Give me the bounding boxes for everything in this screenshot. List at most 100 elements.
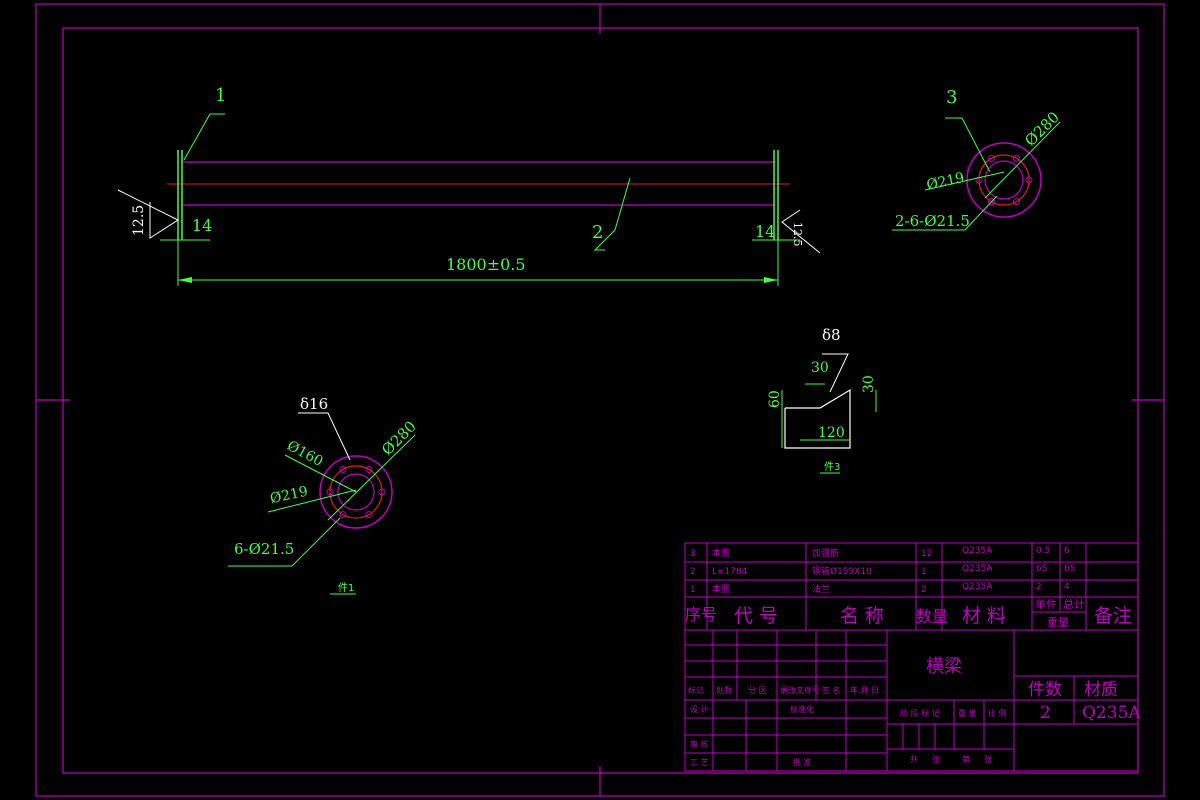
qty-label: 件数 xyxy=(1028,680,1062,700)
material-value: Q235A xyxy=(1082,703,1141,723)
leader-d219 xyxy=(267,489,357,513)
bom-row1-no: 1 xyxy=(690,585,696,595)
bom-row1-unit: 2 xyxy=(1036,582,1042,592)
bom-row2-material: Q235A xyxy=(962,564,993,574)
leader-d160 xyxy=(284,454,357,493)
bom-row3-unit: 0.5 xyxy=(1036,546,1050,556)
bom-row2-total: 65 xyxy=(1064,564,1075,574)
bom-row1-name: 法兰 xyxy=(812,583,830,595)
label-sheet-no: 第 xyxy=(962,754,970,764)
leader-6holes xyxy=(228,517,341,567)
leader-1 xyxy=(183,113,225,161)
label-design: 设 计 xyxy=(690,704,709,714)
label-standardize: 标准化 xyxy=(790,704,814,714)
leader-d280 xyxy=(327,434,416,521)
rev-label-count: 处数 xyxy=(716,685,732,695)
detail1-caption: 件1 xyxy=(338,582,354,594)
weld-symbol-right xyxy=(781,209,821,254)
weld-symbol-left xyxy=(117,189,180,239)
label-review: 审 核 xyxy=(690,739,709,749)
label-sheet-end: 张 xyxy=(984,755,992,764)
weld-left-dim: 14 xyxy=(192,216,212,235)
rev-label-mark: 标记 xyxy=(688,685,704,695)
balloon-3: 3 xyxy=(946,87,957,108)
label-scale: 比 例 xyxy=(988,708,1007,718)
bom-row1-total: 4 xyxy=(1064,582,1070,592)
flange-outer-circle xyxy=(966,142,1042,218)
bom-header-qty: 数量 xyxy=(916,607,948,626)
rev-label-zone: 分 区 xyxy=(748,686,767,695)
length-arrow-right xyxy=(764,277,778,283)
bom-header-total: 总计 xyxy=(1063,597,1085,611)
flange-dia-outer: Ø280 xyxy=(1021,108,1063,150)
label-sheets-total: 共 xyxy=(910,755,918,764)
length-dim: 1800±0.5 xyxy=(446,255,526,274)
tube-side-view: 1 2 12.5 12.5 14 14 1800±0.5 xyxy=(117,85,821,286)
detail3-dim-right: 30 xyxy=(861,375,877,393)
leader-3 xyxy=(945,117,991,173)
label-approve: 批 准 xyxy=(793,757,812,767)
leader-2 xyxy=(593,177,631,251)
leader-dia-280 xyxy=(984,121,1061,199)
bom-row1-material: Q235A xyxy=(962,582,993,592)
bom-row3-code: 本图 xyxy=(712,547,730,559)
detail1-outer-circle xyxy=(319,455,393,529)
inner-border xyxy=(62,27,1139,774)
bom-header-weight: 重量 xyxy=(1047,615,1069,629)
flange-bore xyxy=(984,160,1024,200)
length-arrow-left xyxy=(178,277,192,283)
label-process: 工 艺 xyxy=(690,758,709,767)
bom-table: 3 本图 加强筋 1 2 Q235A 0.5 6 2 L=1784 钢管Ø159X… xyxy=(684,542,1139,631)
rev-label-date: 年.月.日 xyxy=(850,685,879,695)
detail3-thickness: δ8 xyxy=(822,326,841,344)
label-sheet: 张 xyxy=(932,755,940,764)
bom-row2-qty: 1 xyxy=(921,567,927,577)
flange-bolt-circle xyxy=(978,154,1030,206)
bom-row3-total: 6 xyxy=(1064,546,1070,556)
detail-part-1: δ16 Ø280 Ø160 Ø219 6-Ø21.5 件1 xyxy=(228,395,420,595)
sheet-frame xyxy=(35,3,1165,797)
bom-row2-unit: 65 xyxy=(1036,564,1047,574)
bom-row2-name: 钢管Ø159X10 xyxy=(812,565,872,577)
detail1-dia-280: Ø280 xyxy=(378,417,420,459)
bom-row2-code: L=1784 xyxy=(712,567,748,577)
label-weight: 重 量 xyxy=(958,708,977,718)
detail-part-3: δ8 30 60 30 120 件3 xyxy=(767,326,877,474)
flange-dia-inner: Ø219 xyxy=(925,170,966,194)
rev-label-sign: 签 名 xyxy=(822,685,841,695)
bom-row1-code: 本图 xyxy=(712,583,730,595)
bom-header-material: 材 料 xyxy=(962,605,1006,627)
leader-thickness-8 xyxy=(822,353,849,393)
bom-row1-qty: 2 xyxy=(921,585,927,595)
bom-header-unit: 单件 xyxy=(1035,598,1057,611)
detail3-dim-left: 60 xyxy=(767,390,783,408)
weld-left-size: 12.5 xyxy=(131,205,147,236)
detail1-dia-219: Ø219 xyxy=(269,484,310,508)
bom-row3-no: 3 xyxy=(690,549,696,559)
leader-thickness-16 xyxy=(298,412,351,461)
leader-dia-219 xyxy=(924,171,1005,191)
rev-label-docno: 更改文件号 xyxy=(780,685,820,695)
balloon-2: 2 xyxy=(592,222,603,243)
weld-right-size: 12.5 xyxy=(791,222,804,247)
bom-row2-no: 2 xyxy=(690,567,696,577)
bom-header-name: 名 称 xyxy=(840,605,884,627)
bom-row3-name: 加强筋 xyxy=(812,547,839,559)
detail1-thickness: δ16 xyxy=(300,395,328,413)
leader-holes xyxy=(892,195,998,231)
stiffener-outline xyxy=(784,388,851,449)
material-label: 材质 xyxy=(1084,680,1118,700)
balloon-1: 1 xyxy=(215,85,226,106)
detail1-bolt-circle xyxy=(329,465,383,519)
detail1-bore xyxy=(337,473,375,511)
bom-row3-material: Q235A xyxy=(962,546,993,556)
detail3-caption: 件3 xyxy=(824,461,840,473)
detail3-dim-top: 30 xyxy=(811,360,829,376)
detail3-dim-bottom: 120 xyxy=(818,425,845,441)
bom-header-no: 序号 xyxy=(685,605,717,624)
qty-value: 2 xyxy=(1040,703,1051,723)
bom-header-code: 代 号 xyxy=(734,605,778,627)
bom-header-remark: 备注 xyxy=(1094,605,1132,627)
weld-right-dim: 14 xyxy=(755,222,775,241)
